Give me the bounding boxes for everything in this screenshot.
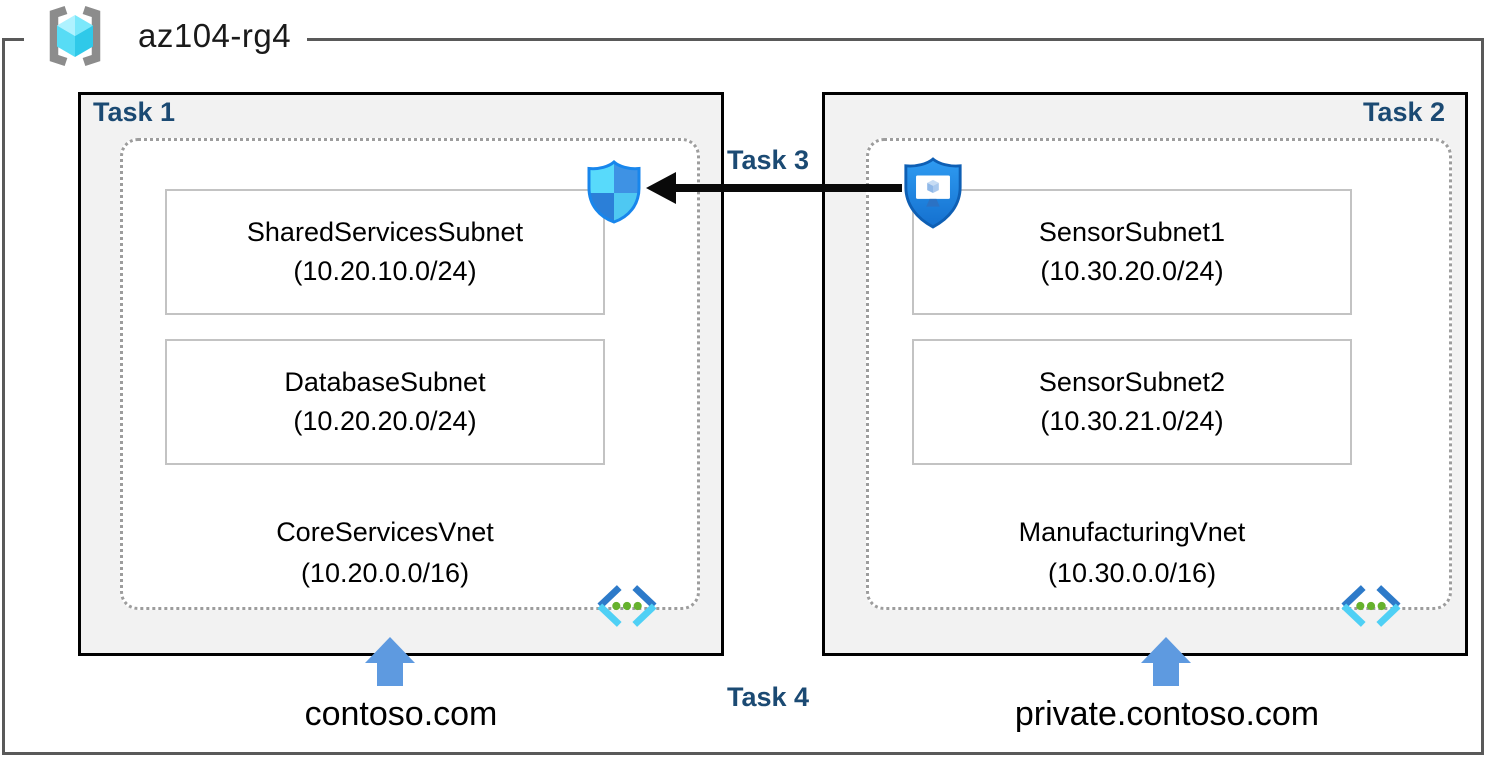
database-subnet-box: DatabaseSubnet (10.20.20.0/24): [165, 339, 605, 465]
vnet-cidr: (10.30.0.0/16): [1047, 557, 1217, 588]
network-security-group-shield-icon: [587, 160, 641, 224]
vnet-name: ManufacturingVnet: [1018, 517, 1246, 547]
subnet-name: SensorSubnet1: [1038, 216, 1226, 247]
up-arrow-stem: [1153, 663, 1179, 686]
subnet-cidr: (10.30.20.0/24): [1040, 256, 1224, 286]
shielded-vm-icon: [904, 157, 962, 229]
shared-services-subnet-box: SharedServicesSubnet (10.20.10.0/24): [165, 189, 605, 315]
task3-arrow-line: [674, 184, 902, 192]
resource-group-name: az104-rg4: [138, 17, 292, 54]
task3-arrow-head-icon: [646, 172, 676, 204]
task4-label: Task 4: [726, 682, 810, 712]
subnet-name: DatabaseSubnet: [284, 366, 486, 397]
sensor-subnet2-box: SensorSubnet2 (10.30.21.0/24): [912, 339, 1352, 465]
virtual-network-icon: [1341, 585, 1401, 627]
subnet-name: SharedServicesSubnet: [246, 216, 524, 247]
subnet-cidr: (10.20.20.0/24): [293, 406, 477, 436]
subnet-name: SensorSubnet2: [1038, 366, 1226, 397]
vnet-cidr: (10.20.0.0/16): [300, 557, 470, 588]
task3-label: Task 3: [726, 145, 810, 175]
up-arrow-stem: [377, 663, 403, 686]
task2-label: Task 2: [1362, 97, 1445, 127]
dns-zone-label-contoso: contoso.com: [304, 695, 498, 733]
core-services-vnet-caption: CoreServicesVnet (10.20.0.0/16): [165, 512, 605, 593]
virtual-network-icon: [597, 585, 657, 627]
sensor-subnet1-box: SensorSubnet1 (10.30.20.0/24): [912, 189, 1352, 315]
resource-group-boundary: [2, 38, 1484, 755]
subnet-cidr: (10.30.21.0/24): [1040, 406, 1224, 436]
up-arrow-icon: [1141, 637, 1191, 663]
manufacturing-vnet-caption: ManufacturingVnet (10.30.0.0/16): [912, 512, 1352, 593]
dns-zone-label-private-contoso: private.contoso.com: [1014, 695, 1320, 733]
subnet-cidr: (10.20.10.0/24): [293, 256, 477, 286]
task1-label: Task 1: [93, 97, 176, 127]
resource-group-header: az104-rg4: [24, 0, 308, 72]
up-arrow-icon: [365, 637, 415, 663]
resource-group-icon: [49, 5, 101, 67]
vnet-name: CoreServicesVnet: [276, 517, 494, 547]
